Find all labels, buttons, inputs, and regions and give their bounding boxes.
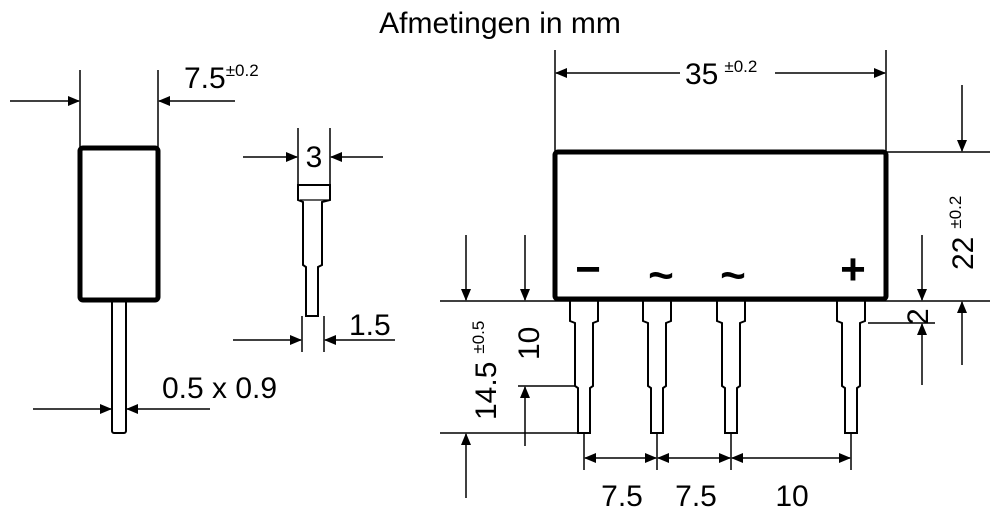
front-pin-4 xyxy=(836,301,866,434)
front-pin-1 xyxy=(569,301,599,434)
side-pin xyxy=(111,299,127,434)
height-label: 22±0.2 xyxy=(946,196,980,270)
front-pin-3 xyxy=(716,301,746,434)
pin-size-label: 0.5 x 0.9 xyxy=(162,372,277,405)
side-view xyxy=(10,70,235,434)
pin-label-minus: − xyxy=(575,245,601,294)
length-label: 35±0.2 xyxy=(685,57,757,91)
pin-label-plus: + xyxy=(840,245,866,294)
pitch-3-label: 10 xyxy=(775,480,808,513)
lead-length-label: 14.5±0.5 xyxy=(469,321,503,420)
pitch-1-label: 7.5 xyxy=(601,480,643,513)
pin-tip-width-label: 1.5 xyxy=(349,309,391,342)
drawing-title: Afmetingen in mm xyxy=(379,7,621,40)
pitch-2-label: 7.5 xyxy=(675,480,717,513)
front-pin-2 xyxy=(642,301,672,434)
side-body xyxy=(77,145,161,303)
pin-label-ac-2: ~ xyxy=(720,251,746,300)
pin-label-ac-1: ~ xyxy=(648,251,674,300)
lead-visible-label: 10 xyxy=(513,327,546,360)
pin-detail xyxy=(297,184,331,317)
side-width-label: 7.5±0.2 xyxy=(184,61,259,95)
pin-top-width-label: 3 xyxy=(306,141,323,174)
pin-detail-outline xyxy=(297,184,331,317)
standoff-label: 2 xyxy=(902,308,935,325)
front-body xyxy=(552,149,889,302)
front-pins xyxy=(569,301,866,434)
front-view xyxy=(552,149,889,302)
